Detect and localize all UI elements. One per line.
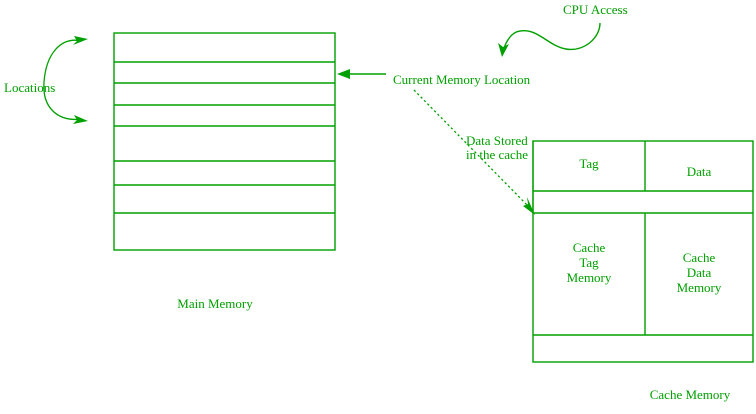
locations-label: Locations	[4, 80, 56, 95]
data-stored-diagonal-arrow	[413, 89, 531, 209]
cpu-access-label: CPU Access	[563, 2, 628, 17]
data-stored-line-2: in the cache	[466, 147, 529, 162]
current-location-pointer-arrowhead	[337, 69, 350, 79]
main-memory-box	[113, 32, 336, 251]
data-stored-arrowhead	[523, 197, 535, 215]
cpu-access-wavy-arrow	[503, 22, 601, 51]
current-memory-location-label: Current Memory Location	[393, 72, 531, 87]
cache-tag-memory-line-2: Tag	[579, 255, 599, 270]
cache-data-header-label: Data	[686, 164, 712, 179]
cache-data-memory-label: Cache Data Memory	[645, 250, 753, 295]
cache-tag-memory-label: Cache Tag Memory	[533, 240, 645, 285]
locations-brace-arrowhead-bottom	[73, 115, 88, 124]
main-memory-label: Main Memory	[177, 296, 253, 311]
cache-memory-label: Cache Memory	[649, 387, 731, 402]
cache-tag-memory-line-3: Memory	[566, 270, 612, 285]
data-stored-label: Data Stored in the cache	[466, 134, 528, 162]
cpu-access-arrowhead	[498, 43, 509, 57]
locations-brace-arrow	[43, 39, 83, 121]
cache-tag-memory-line-1: Cache	[572, 240, 606, 255]
data-stored-line-1: Data Stored	[466, 133, 528, 148]
cache-data-memory-line-1: Cache	[682, 250, 716, 265]
cache-tag-header-label: Tag	[579, 156, 599, 171]
locations-brace-arrowhead-top	[73, 36, 88, 45]
cache-data-memory-line-2: Data	[686, 265, 712, 280]
cache-memory-box	[532, 140, 754, 363]
cache-data-memory-line-3: Memory	[676, 280, 722, 295]
